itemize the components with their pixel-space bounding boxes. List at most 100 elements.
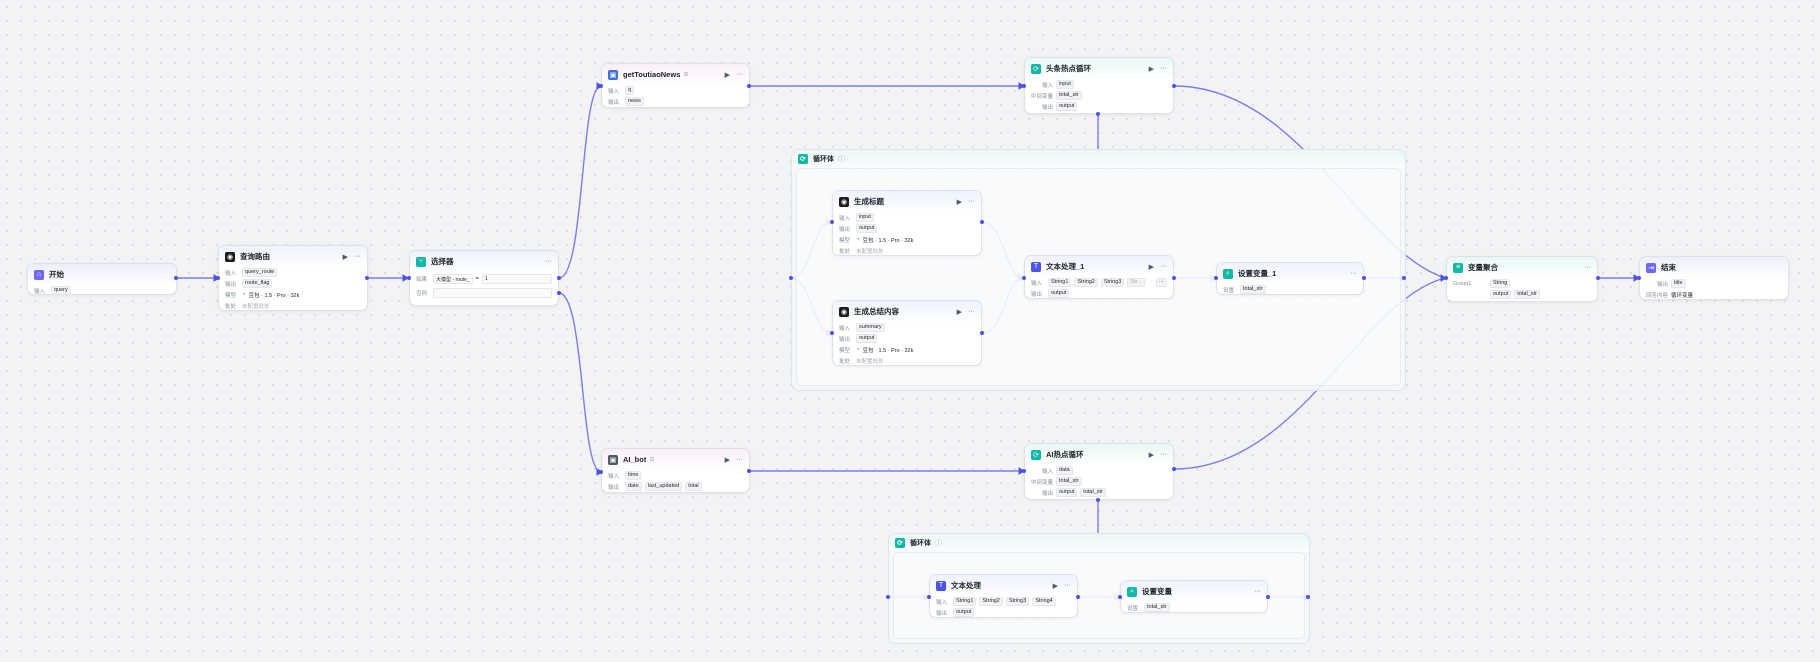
more-icon[interactable]: ··· — [736, 455, 743, 463]
row-label: 输入 — [839, 215, 851, 222]
row-label: 批处 — [225, 303, 237, 310]
row-label: 模型 — [839, 237, 851, 244]
arrow-6 — [1018, 467, 1025, 475]
variable-tag: total_str — [1514, 290, 1540, 299]
llm-icon: ◉ — [225, 251, 235, 262]
condition-left[interactable]: 大模型 - route_ — [433, 274, 473, 284]
row-label: 输出 — [1041, 104, 1053, 111]
input-tag: data — [1056, 466, 1073, 475]
text-icon: T — [936, 580, 946, 591]
run-icon[interactable]: ▶ — [1052, 582, 1058, 590]
row-label: 模型 — [839, 347, 851, 354]
input-tag: String4 — [1032, 597, 1056, 606]
row-label: 输出 — [608, 484, 620, 491]
output-tag: last_updated — [644, 482, 683, 491]
link-icon: ⊙ — [649, 457, 655, 463]
input-tag: Str... — [1127, 278, 1145, 287]
batch-value: 未配置批处 — [856, 358, 884, 365]
model-icon: ◔ — [242, 291, 246, 298]
model-name: 豆包 · 1.5 · Pro · 32k — [862, 237, 914, 244]
else-branch — [433, 288, 552, 298]
output-tag: query — [51, 286, 71, 295]
run-icon[interactable]: ▶ — [724, 456, 730, 464]
branch-icon: ⑂ — [416, 256, 426, 267]
run-icon[interactable]: ▶ — [1148, 65, 1154, 73]
input-tag: String2 — [979, 597, 1003, 606]
run-icon[interactable]: ▶ — [956, 308, 962, 316]
node-title: 文本处理 — [951, 581, 981, 590]
more-icon[interactable]: ··· — [1160, 64, 1167, 72]
text-process-node[interactable]: T 文本处理 ▶··· 输入 String1 String2 String3 S… — [929, 574, 1078, 618]
run-icon[interactable]: ▶ — [956, 198, 962, 206]
condition-right[interactable]: 1 — [481, 274, 552, 284]
output-tag: total — [685, 482, 702, 491]
run-icon[interactable]: ▶ — [342, 253, 348, 261]
home-icon: ⌂ — [34, 269, 44, 280]
input-tag: String3 — [1100, 278, 1125, 287]
info-icon: ⓘ — [935, 540, 942, 547]
llm-icon: ◉ — [839, 196, 849, 207]
aggregate-icon: ≡ — [1453, 262, 1463, 273]
loop-icon: ⟳ — [1031, 449, 1041, 460]
row-label: 设置 — [1223, 287, 1235, 294]
more-tag[interactable]: ··· — [1155, 278, 1167, 287]
group-label: Group1 — [1453, 280, 1472, 287]
row-label: 输入 — [936, 599, 948, 606]
row-label: 输入 — [34, 288, 46, 295]
plugin-icon: ▣ — [608, 454, 618, 465]
more-icon[interactable]: ··· — [1584, 264, 1591, 271]
loop-icon: ⟳ — [1031, 63, 1041, 74]
row-label: 设置 — [1127, 605, 1139, 612]
variable-tag: total_str — [1144, 603, 1170, 612]
more-icon[interactable]: ··· — [354, 252, 361, 260]
run-icon[interactable]: ▶ — [1148, 263, 1154, 271]
more-icon[interactable]: ··· — [1064, 581, 1071, 589]
loop-icon: ⟳ — [895, 538, 905, 548]
more-icon[interactable]: ··· — [1160, 262, 1167, 270]
model-icon: ◔ — [856, 346, 860, 353]
node-title: 变量聚合 — [1468, 263, 1498, 272]
more-icon[interactable]: ··· — [1254, 588, 1261, 595]
condition-operator[interactable]: = — [475, 276, 479, 282]
selector-node[interactable]: ⑂ 选择器 ··· 如果 大模型 - route_ = 1 否则 — [409, 250, 559, 306]
more-icon[interactable]: ··· — [1350, 270, 1357, 277]
more-icon[interactable]: ··· — [968, 307, 975, 315]
output-tag: output — [1048, 289, 1070, 298]
input-tag: String3 — [1005, 597, 1030, 606]
variable-tag: output — [1490, 290, 1512, 299]
arrow-7 — [1440, 274, 1447, 282]
more-icon[interactable]: ··· — [968, 197, 975, 205]
node-title: getToutiaoNews — [623, 70, 681, 79]
more-icon[interactable]: ··· — [545, 258, 552, 265]
model-name: 豆包 · 1.5 · Pro · 32k — [248, 292, 300, 299]
node-title: 头条热点循环 — [1046, 64, 1091, 73]
row-label: 中间变量 — [1031, 479, 1054, 486]
node-title: 结束 — [1661, 263, 1676, 272]
more-icon[interactable]: ··· — [1160, 450, 1167, 458]
text-process-1-node[interactable]: T 文本处理_1 ▶··· 输入 String1 String2 String3… — [1024, 255, 1174, 299]
input-tag: input — [1056, 80, 1074, 89]
variable-tag: total_str — [1056, 91, 1082, 100]
llm-icon: ◉ — [839, 306, 849, 317]
run-icon[interactable]: ▶ — [724, 71, 730, 79]
row-label: 输出 — [1031, 291, 1043, 298]
start-node[interactable]: ⌂ 开始 输入 query — [27, 263, 177, 295]
run-icon[interactable]: ▶ — [1148, 451, 1154, 459]
end-icon: ⇥ — [1646, 262, 1656, 273]
info-icon: ⓘ — [838, 156, 845, 163]
model-name: 豆包 · 1.5 · Pro · 32k — [862, 347, 914, 354]
row-label: 中间变量 — [1031, 93, 1054, 100]
more-icon[interactable]: ··· — [736, 70, 743, 78]
row-label: 输入 — [1031, 280, 1043, 287]
